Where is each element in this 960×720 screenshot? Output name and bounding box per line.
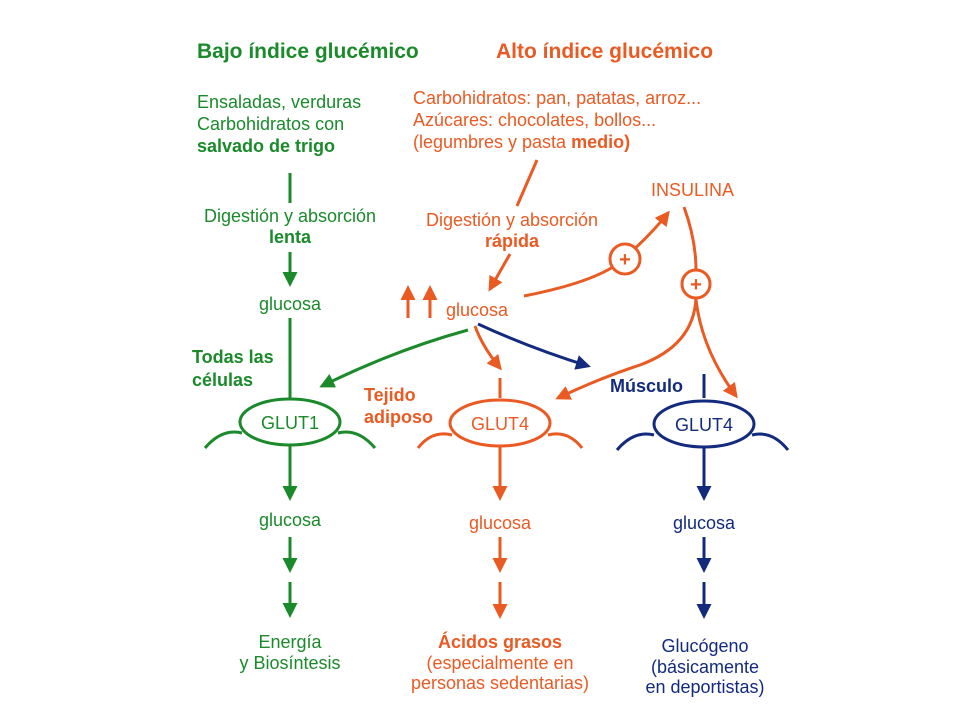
muscle-glucose: glucosa [672, 513, 736, 533]
glut1-label: GLUT1 [261, 413, 319, 433]
high-gi-foods-line-3-bold: medio) [571, 132, 631, 152]
green-membrane-left [203, 430, 243, 449]
glycogen-outcome-line-1: Glucógeno [661, 636, 749, 656]
orange-connector-foods [515, 159, 539, 207]
energy-outcome: Energía y Biosíntesis [190, 632, 390, 673]
energy-outcome-line-1: Energía [258, 632, 322, 652]
orange-membrane-left [416, 432, 453, 449]
high-gi-digestion-line-1: Digestión y absorción [425, 210, 599, 230]
glut1-ellipse [238, 397, 342, 447]
high-gi-foods-line-1: Carbohidratos: pan, patatas, arroz... [413, 88, 702, 108]
low-gi-glucose: glucosa [258, 294, 322, 314]
fatty-acids-outcome: Ácidos grasos (especialmente en personas… [388, 632, 612, 694]
blue-membrane-right [751, 432, 790, 451]
high-gi-foods-line-3-prefix: (legumbres y pasta [413, 132, 572, 152]
muscle-glut4-ellipse [652, 399, 756, 449]
adipose-label-line-2: adiposo [364, 407, 434, 427]
high-gi-heading: Alto índice glucémico [496, 40, 714, 63]
low-gi-digestion-line-1: Digestión y absorción [203, 206, 377, 226]
energy-outcome-line-2: y Biosíntesis [239, 652, 341, 673]
muscle-label: Músculo [610, 376, 684, 396]
fatty-acids-outcome-line-1: Ácidos grasos [437, 632, 563, 652]
adipose-glut4-ellipse [448, 398, 552, 448]
low-gi-digestion: Digestión y absorción lenta [190, 206, 390, 247]
plus-sign-secretion: + [619, 249, 631, 271]
all-cells-label-line-1: Todas las [192, 347, 274, 367]
high-gi-foods-line-2: Azúcares: chocolates, bollos... [413, 110, 657, 130]
plus-sign-uptake: + [690, 274, 702, 296]
low-gi-foods-line-3: salvado de trigo [197, 136, 336, 156]
orange-arrow-glucose-to-adipose [473, 325, 502, 371]
orange-membrane-right [547, 432, 584, 449]
glycogen-outcome: Glucógeno (básicamente en deportistas) [610, 636, 800, 698]
adipose-glucose: glucosa [468, 513, 532, 533]
high-gi-digestion-line-2: rápida [484, 230, 540, 251]
plus-circle-secretion [608, 242, 642, 276]
adipose-label-line-1: Tejido [364, 385, 416, 405]
glycogen-outcome-line-2: (básicamente [650, 656, 760, 677]
high-gi-foods-line-3: (legumbres y pasta medio) [413, 132, 630, 153]
high-gi-glucose: glucosa [446, 300, 509, 320]
blue-arrow-glucose-to-muscle [477, 322, 591, 370]
fatty-acids-outcome-line-2: (especialmente en [426, 652, 574, 673]
low-gi-glucose-after: glucosa [258, 510, 322, 530]
low-gi-digestion-line-2: lenta [268, 226, 311, 247]
orange-arrow-insulin-to-adipose-glut4 [555, 297, 698, 400]
insulin-label: INSULINA [651, 180, 735, 200]
orange-line-insulin-down [682, 206, 698, 271]
fatty-acids-outcome-line-3: personas sedentarias) [410, 673, 590, 694]
all-cells-label-line-2: células [192, 370, 254, 390]
green-membrane-right [337, 430, 377, 449]
low-gi-heading: Bajo índice glucémico [197, 40, 419, 63]
glycogen-outcome-line-3: en deportistas) [645, 677, 765, 698]
muscle-glut4-label: GLUT4 [675, 415, 733, 435]
blue-membrane-left [615, 432, 655, 451]
adipose-glut4-label: GLUT4 [471, 414, 529, 434]
green-arrow-glucose-to-all-cells [319, 328, 469, 388]
low-gi-foods-line-2: Carbohidratos con [197, 114, 345, 134]
orange-arrow-digestion-to-glucose [488, 253, 512, 292]
high-gi-digestion: Digestión y absorción rápida [412, 210, 612, 251]
low-gi-foods-line-1: Ensaladas, verduras [197, 92, 362, 112]
orange-arrow-insulin-to-muscle-glut4 [694, 299, 738, 399]
